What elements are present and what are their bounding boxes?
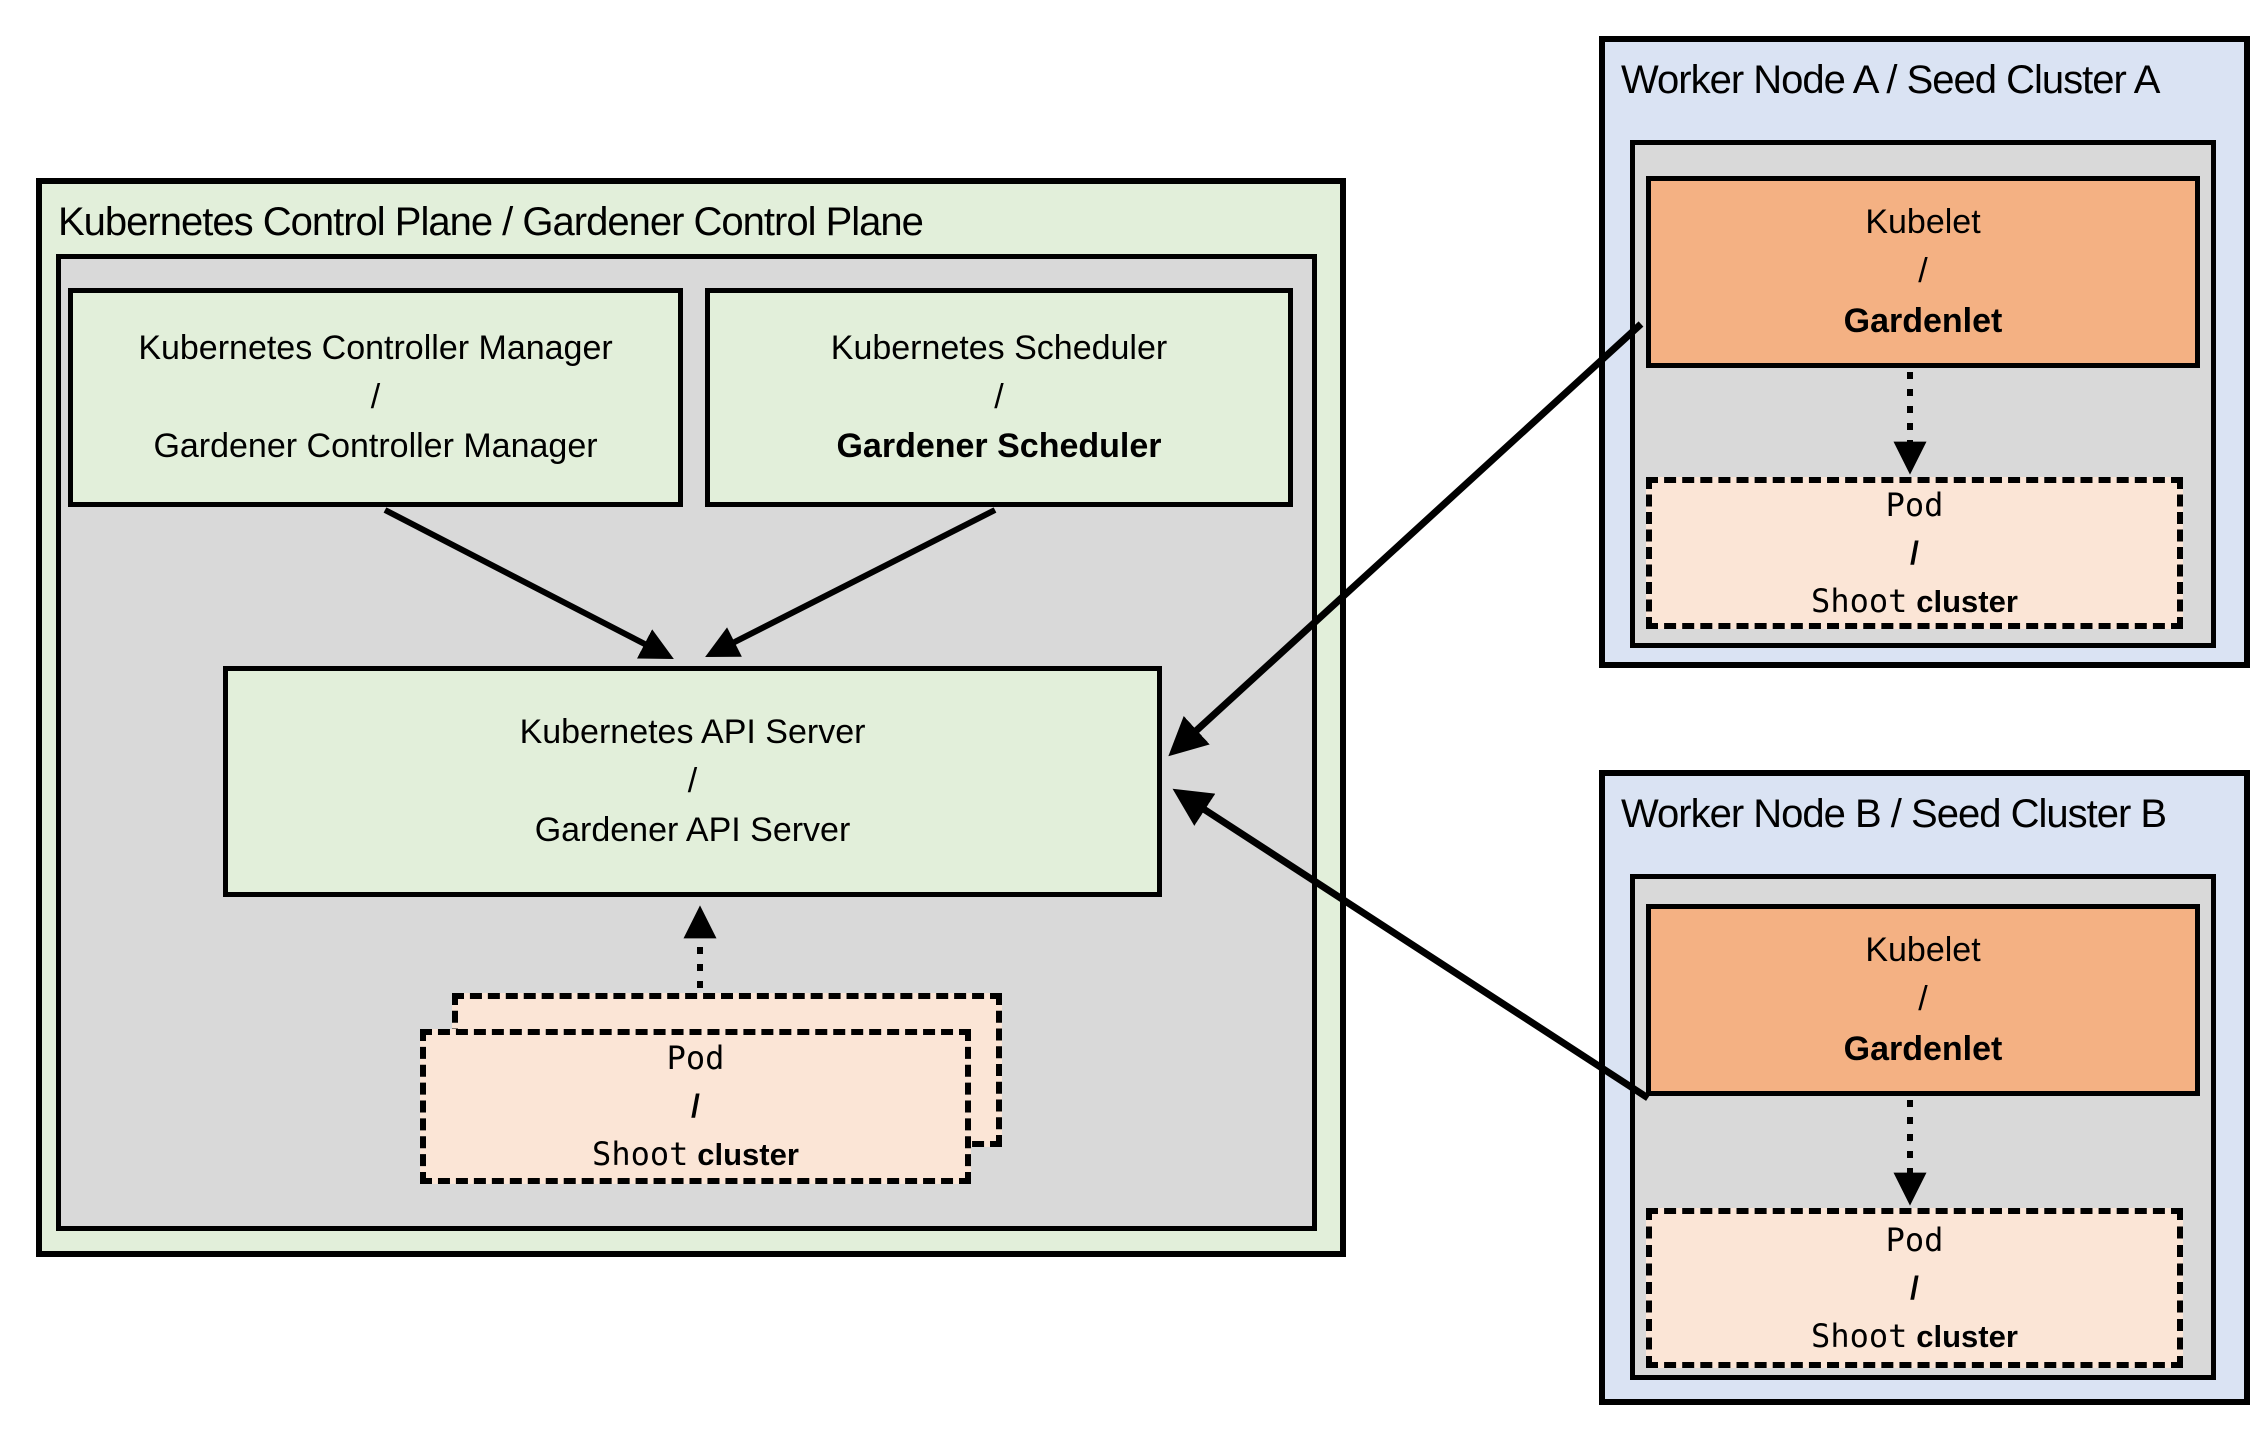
api-server-box: Kubernetes API Server / Gardener API Ser…: [223, 666, 1162, 897]
controller-manager-separator: /: [370, 377, 381, 416]
kubelet-a-line2: Gardenlet: [1843, 301, 2003, 340]
worker-node-a-pod-box: Pod / Shoot cluster: [1646, 477, 2183, 629]
worker-node-a-pod-line1: Pod: [1885, 485, 1944, 524]
controller-manager-line1: Kubernetes Controller Manager: [138, 328, 613, 367]
kubelet-a-separator: /: [1918, 252, 1928, 291]
worker-node-b-pod-line2: Shoot cluster: [1811, 1312, 2018, 1361]
scheduler-box: Kubernetes Scheduler / Gardener Schedule…: [705, 288, 1293, 507]
api-server-separator: /: [687, 761, 698, 800]
control-plane-pod-line1: Pod: [666, 1039, 725, 1078]
worker-node-a-title: Worker Node A / Seed Cluster A: [1621, 58, 2160, 102]
control-plane-pod-cluster-text: cluster: [697, 1137, 799, 1173]
kubelet-b-box: Kubelet / Gardenlet: [1646, 904, 2200, 1096]
worker-node-b-pod-shoot-text: Shoot: [1811, 1316, 1908, 1355]
kubelet-a-line1: Kubelet: [1865, 203, 1981, 242]
control-plane-pod-separator: /: [691, 1088, 700, 1125]
controller-manager-box: Kubernetes Controller Manager / Gardener…: [68, 288, 683, 507]
controller-manager-line2: Gardener Controller Manager: [153, 427, 598, 466]
api-server-line2: Gardener API Server: [534, 811, 851, 850]
control-plane-pod-box-front: Pod / Shoot cluster: [420, 1029, 971, 1184]
control-plane-pod-shoot-text: Shoot: [592, 1135, 689, 1174]
kubelet-a-box: Kubelet / Gardenlet: [1646, 176, 2200, 368]
control-plane-title: Kubernetes Control Plane / Gardener Cont…: [58, 200, 924, 244]
scheduler-line1: Kubernetes Scheduler: [830, 328, 1168, 367]
scheduler-line2: Gardener Scheduler: [836, 427, 1162, 466]
worker-node-b-pod-cluster-text: cluster: [1916, 1318, 2018, 1354]
worker-node-b-title: Worker Node B / Seed Cluster B: [1621, 792, 2167, 836]
control-plane-pod-line2: Shoot cluster: [592, 1130, 799, 1179]
worker-node-a-pod-separator: /: [1910, 534, 1919, 571]
worker-node-b-pod-box: Pod / Shoot cluster: [1646, 1208, 2183, 1368]
worker-node-a-pod-line2: Shoot cluster: [1811, 577, 2018, 626]
kubelet-b-separator: /: [1918, 980, 1928, 1019]
api-server-line1: Kubernetes API Server: [519, 712, 866, 751]
kubelet-b-line2: Gardenlet: [1843, 1029, 2003, 1068]
worker-node-a-pod-shoot-text: Shoot: [1811, 581, 1908, 620]
kubelet-b-line1: Kubelet: [1865, 931, 1981, 970]
worker-node-b-pod-line1: Pod: [1885, 1220, 1944, 1259]
scheduler-separator: /: [994, 377, 1004, 416]
worker-node-a-pod-cluster-text: cluster: [1916, 583, 2018, 619]
worker-node-b-pod-separator: /: [1910, 1269, 1919, 1306]
